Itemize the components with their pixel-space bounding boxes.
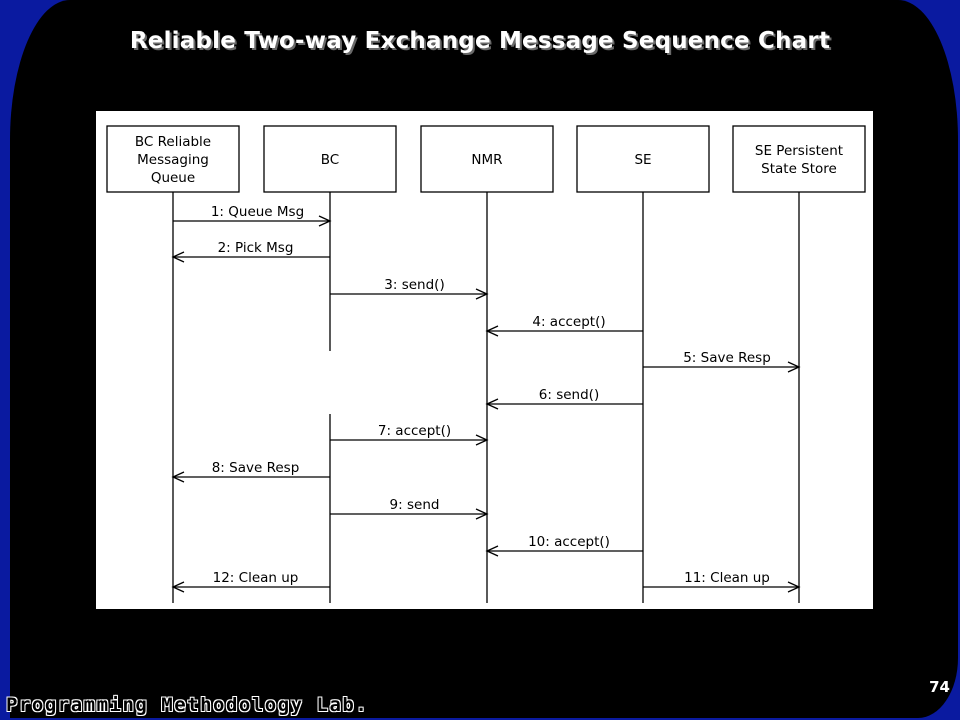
message-arrowhead xyxy=(485,398,499,410)
page-number: 74 xyxy=(929,678,950,696)
message-label: 9: send xyxy=(390,497,440,513)
message-arrowhead xyxy=(475,508,489,520)
participant-box-nmr xyxy=(420,125,554,193)
participant-label-bcq: Queue xyxy=(151,170,195,186)
message-label: 12: Clean up xyxy=(213,570,299,586)
message-label: 3: send() xyxy=(384,277,444,293)
participant-label-store: SE Persistent xyxy=(755,143,843,159)
message-arrowhead xyxy=(485,325,499,337)
message-arrowhead xyxy=(787,361,801,373)
message-label: 6: send() xyxy=(539,387,599,403)
participant-label-store: State Store xyxy=(761,161,837,177)
message-label: 11: Clean up xyxy=(684,570,770,586)
message-arrowhead xyxy=(171,471,185,483)
message-arrowhead xyxy=(475,434,489,446)
message-label: 7: accept() xyxy=(378,423,451,439)
participant-box-store xyxy=(732,125,866,193)
message-label: 10: accept() xyxy=(528,534,610,550)
message-label: 8: Save Resp xyxy=(212,460,300,476)
message-arrowhead xyxy=(475,288,489,300)
message-arrowhead xyxy=(318,215,332,227)
message-arrowhead xyxy=(171,251,185,263)
message-arrowhead xyxy=(485,545,499,557)
message-label: 4: accept() xyxy=(532,314,605,330)
participant-box-bc xyxy=(263,125,397,193)
message-label: 2: Pick Msg xyxy=(218,240,294,256)
participant-label-se: SE xyxy=(634,152,651,168)
footer-lab-name: Programming Methodology Lab. xyxy=(6,694,369,716)
participant-label-bcq: BC Reliable xyxy=(135,134,211,150)
message-arrowhead xyxy=(171,581,185,593)
slide-title: Reliable Two-way Exchange Message Sequen… xyxy=(129,28,831,54)
participant-box-bcq xyxy=(106,125,240,193)
participant-label-bcq: Messaging xyxy=(137,152,209,168)
participant-label-nmr: NMR xyxy=(471,152,502,168)
message-label: 5: Save Resp xyxy=(683,350,771,366)
message-label: 1: Queue Msg xyxy=(211,204,304,220)
participant-label-bc: BC xyxy=(321,152,339,168)
message-arrowhead xyxy=(787,581,801,593)
